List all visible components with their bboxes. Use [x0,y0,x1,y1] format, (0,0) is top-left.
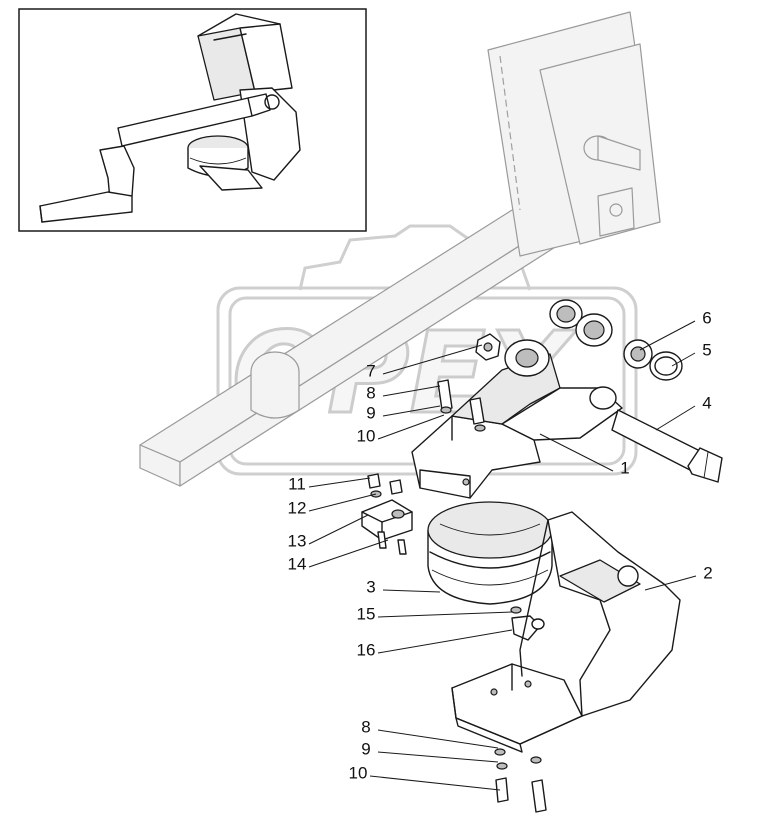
leader-line [382,589,441,593]
part-8-bolt-lower [494,748,506,756]
part-9-washer-lower [496,756,542,770]
callout-label: 8 [361,717,370,736]
leader-line [308,493,377,512]
inset-overview [18,8,367,232]
callout-8: 8 [366,383,441,402]
callout-4: 4 [655,393,712,431]
leader-line [644,575,697,591]
callout-10: 10 [357,414,445,445]
leader-line [377,414,445,440]
callout-label: 5 [702,340,711,359]
callout-label: 3 [366,577,375,596]
leader-line [308,514,369,545]
part-9-washer-upper [440,406,486,432]
leader-line [377,629,513,654]
callout-label: 1 [620,458,629,477]
callout-12: 12 [288,493,377,517]
part-11-nut [367,473,403,495]
callout-label: 16 [357,640,376,659]
callout-11: 11 [288,474,371,493]
callout-label: 6 [702,308,711,327]
leader-line [655,405,696,431]
part-15-washer [510,606,522,614]
callout-label: 11 [288,474,306,493]
part-14-bolt [377,531,407,555]
part-10-bolt-lower [495,777,547,813]
leader-line [639,320,696,351]
leader-line [382,385,441,397]
leader-line [377,729,499,749]
callout-label: 8 [366,383,375,402]
part-3-air-spring [427,501,553,605]
part-4-bolt [611,409,723,483]
callout-15: 15 [357,604,513,623]
callout-label: 2 [703,563,712,582]
callout-label: 12 [288,498,307,517]
part-5-bushing [649,351,683,381]
leader-line [382,344,483,375]
callout-label: 4 [702,393,711,412]
callout-13: 13 [288,514,369,550]
leader-line [308,539,389,568]
callout-label: 9 [361,739,370,758]
callout-2: 2 [644,563,713,591]
callout-10: 10 [349,763,501,791]
callout-5: 5 [671,340,712,367]
part-7-nut [475,333,501,361]
callout-1: 1 [539,433,630,477]
part-2-lower-bracket [451,511,681,753]
callout-9: 9 [361,739,499,763]
leader-line [377,611,513,618]
callout-label: 7 [366,361,375,380]
callout-8: 8 [361,717,499,749]
callout-label: 9 [366,403,375,422]
part-13-clamp-block [361,499,413,541]
callout-label: 14 [288,554,307,573]
leader-line [308,477,371,488]
part-6-bushing [549,299,653,369]
callout-label: 10 [357,426,376,445]
leader-line [671,352,696,367]
leader-line [369,775,501,791]
callout-6: 6 [639,308,712,351]
callout-label: 10 [349,763,368,782]
callout-14: 14 [288,539,389,573]
callout-3: 3 [366,577,441,596]
part-16-fitting [511,615,545,641]
leader-line [382,405,441,417]
callout-9: 9 [366,403,441,422]
callout-label: 15 [357,604,376,623]
chassis-frame [139,11,661,487]
leader-line [377,751,499,763]
part-8-bolt-upper [437,379,485,425]
callout-16: 16 [357,629,513,659]
callout-7: 7 [366,344,483,380]
callout-label: 13 [288,531,307,550]
leader-line [539,433,614,472]
